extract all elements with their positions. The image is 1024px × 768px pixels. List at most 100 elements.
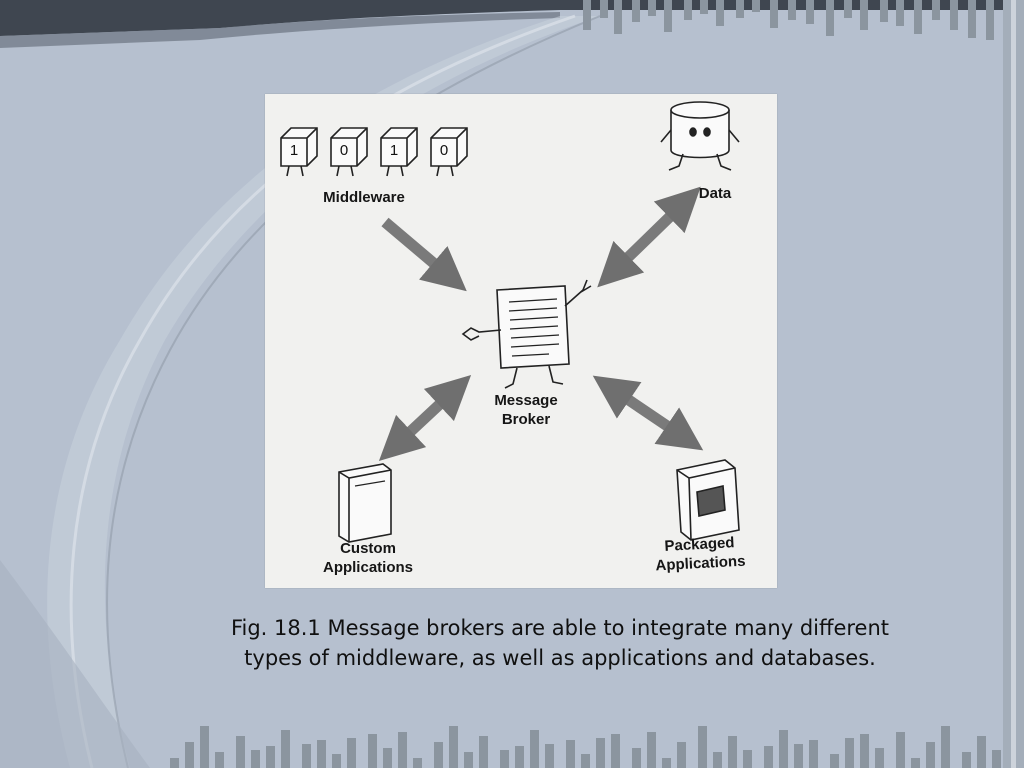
bottom-bar	[236, 736, 245, 768]
top-bar	[986, 0, 994, 40]
custom-applications-label-line2: Applications	[322, 559, 413, 576]
custom-applications-label: Custom Applications	[303, 539, 433, 577]
top-bar-pattern	[583, 0, 994, 40]
bottom-bar	[728, 736, 737, 768]
bottom-bar	[911, 758, 920, 768]
middleware-cube-digit-3: 1	[390, 142, 398, 159]
middleware-cube-4	[430, 127, 468, 177]
bottom-bar	[398, 732, 407, 768]
bottom-bar	[794, 744, 803, 768]
bottom-bar	[830, 754, 839, 768]
bottom-bar	[302, 744, 311, 768]
bottom-bar	[479, 736, 488, 768]
custom-applications-label-line1: Custom	[340, 540, 396, 557]
bottom-bar	[611, 734, 620, 768]
bottom-bar	[251, 750, 260, 768]
packaged-applications-label: Packaged Applications	[639, 532, 761, 576]
bottom-bar	[530, 730, 539, 768]
bottom-bar	[368, 734, 377, 768]
bottom-bar	[464, 752, 473, 768]
top-bar	[600, 0, 608, 18]
top-bar	[632, 0, 640, 22]
message-broker-label-line2: Broker	[501, 411, 551, 428]
figure-caption-line2: types of middleware, as well as applicat…	[244, 646, 876, 670]
bottom-bar	[647, 732, 656, 768]
bottom-bar	[677, 742, 686, 768]
bottom-bar	[545, 744, 554, 768]
bottom-bar	[662, 758, 671, 768]
top-dark-band	[0, 0, 1024, 36]
bottom-bar-pattern	[170, 726, 1001, 768]
bottom-bar	[317, 740, 326, 768]
bottom-bar	[281, 730, 290, 768]
bottom-bar	[845, 738, 854, 768]
top-bar	[914, 0, 922, 34]
top-bar	[614, 0, 622, 34]
top-bar	[736, 0, 744, 18]
top-bar	[950, 0, 958, 30]
message-broker-label-line1: Message	[494, 392, 558, 409]
middleware-cubes	[280, 127, 468, 177]
arrow-broker-packaged	[592, 375, 704, 451]
middleware-cube-digit-1: 1	[290, 142, 298, 159]
top-bar	[896, 0, 904, 26]
bottom-bar	[896, 732, 905, 768]
bottom-bar	[875, 748, 884, 768]
diagram: 1 0 1 0	[280, 101, 740, 543]
arrow-middleware-to-broker	[381, 217, 467, 292]
bottom-bar	[992, 750, 1001, 768]
top-bar	[648, 0, 656, 16]
bottom-bar	[566, 740, 575, 768]
arrow-broker-custom	[378, 374, 472, 462]
left-arc-swoosh	[47, 16, 601, 768]
bottom-bar	[809, 740, 818, 768]
bottom-bar	[500, 750, 509, 768]
bottom-bar	[383, 748, 392, 768]
top-bar	[806, 0, 814, 24]
top-bar	[968, 0, 976, 38]
bottom-bar	[200, 726, 209, 768]
middleware-label: Middleware	[323, 189, 405, 206]
bottom-bar	[926, 742, 935, 768]
bottom-bar	[632, 748, 641, 768]
bottom-bar	[413, 758, 422, 768]
bottom-bar	[170, 758, 179, 768]
top-bar	[716, 0, 724, 26]
bottom-bar	[962, 752, 971, 768]
bottom-bar	[941, 726, 950, 768]
arrows	[378, 186, 704, 462]
top-bar	[752, 0, 760, 12]
middleware-cube-2	[330, 127, 368, 177]
top-bar	[700, 0, 708, 14]
bottom-bar	[185, 742, 194, 768]
data-cylinder-icon	[660, 101, 740, 171]
bottom-bar	[515, 746, 524, 768]
top-bar	[788, 0, 796, 20]
top-bar	[770, 0, 778, 28]
top-bar	[684, 0, 692, 20]
bottom-bar	[266, 746, 275, 768]
bottom-bar	[764, 746, 773, 768]
bottom-bar	[860, 734, 869, 768]
figure-caption: Fig. 18.1 Message brokers are able to in…	[150, 613, 970, 673]
data-label: Data	[698, 185, 732, 202]
bottom-bar	[215, 752, 224, 768]
bottom-bar	[434, 742, 443, 768]
message-broker-label: Message Broker	[491, 391, 561, 429]
message-broker-document-icon	[461, 279, 592, 389]
top-bar	[844, 0, 852, 18]
middleware-cube-digit-2: 0	[340, 142, 348, 159]
top-bar	[583, 0, 591, 30]
bottom-bar	[581, 754, 590, 768]
bottom-bar	[743, 750, 752, 768]
bottom-bar	[449, 726, 458, 768]
middleware-cube-1	[280, 127, 318, 177]
top-bar	[860, 0, 868, 30]
figure-caption-line1: Fig. 18.1 Message brokers are able to in…	[230, 616, 890, 640]
bottom-bar	[332, 754, 341, 768]
packaged-applications-box-icon	[676, 459, 740, 541]
middleware-cube-3	[380, 127, 418, 177]
top-bar	[826, 0, 834, 36]
